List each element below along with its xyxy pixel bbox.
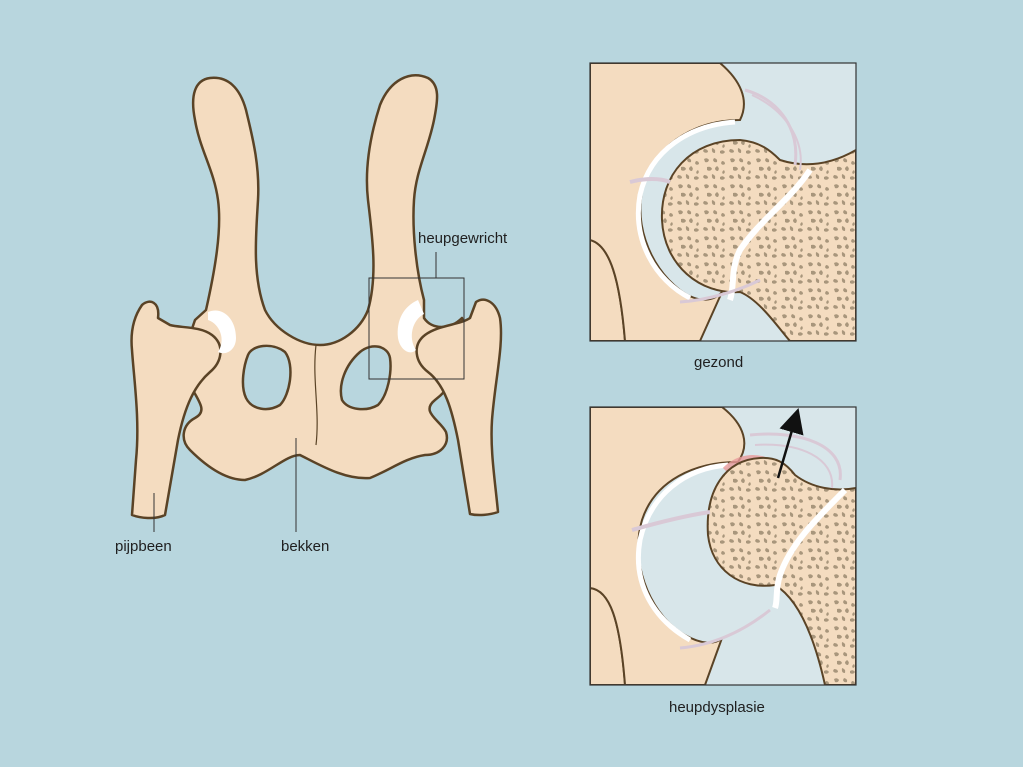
inset-healthy <box>589 62 857 342</box>
label-healthy: gezond <box>694 354 743 371</box>
zoom-box <box>368 277 465 380</box>
femoral-head-healthy <box>660 138 856 341</box>
obturator-foramen-left <box>241 344 292 411</box>
inset-dysplasia <box>589 406 857 686</box>
label-femur: pijpbeen <box>115 538 172 555</box>
label-pelvis: bekken <box>281 538 329 555</box>
acetabulum-healthy <box>590 63 745 341</box>
cartilage-left <box>208 310 236 354</box>
cartilage-right <box>397 300 424 353</box>
pelvis-diagram <box>130 74 503 520</box>
displacement-arrow <box>776 408 804 479</box>
femur-right <box>415 298 503 517</box>
label-dysplasia: heupdysplasie <box>669 699 765 716</box>
obturator-foramen-right <box>339 345 392 411</box>
label-hip-joint: heupgewricht <box>418 230 508 247</box>
femur-left <box>130 300 222 520</box>
